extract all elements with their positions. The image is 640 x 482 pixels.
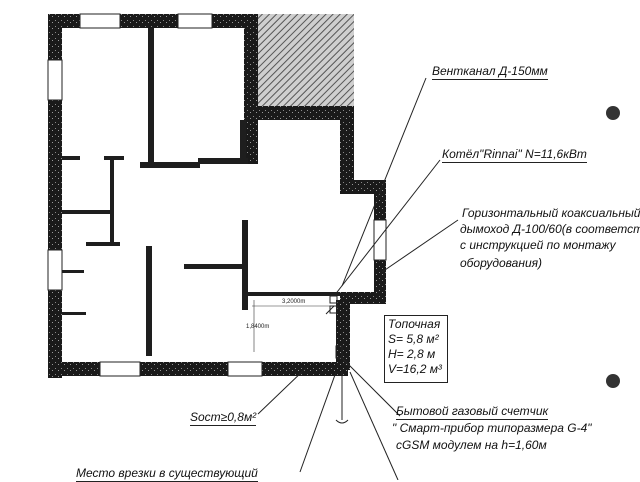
gas-pipe-marker (335, 372, 349, 424)
dimension-vertical: 1,8400m (246, 324, 270, 330)
window-openings (47, 13, 387, 377)
label-ventchannel: Вентканал Д-150мм (432, 64, 548, 80)
room-area: S= 5,8 м² (388, 332, 439, 346)
room-volume: V=16,2 м³ (388, 362, 442, 376)
equipment-marks (325, 295, 343, 359)
label-boiler: Котёл"Rinnai" N=11,6кВт (442, 147, 587, 163)
inner-walls (62, 28, 340, 356)
binder-hole-top (606, 106, 620, 120)
label-socket-area: Sост≥0,8м² (190, 410, 257, 426)
label-meter-line3: cGSM модулем на h=1,60м (396, 438, 547, 452)
dimension-horizontal: 3,2000m (282, 299, 306, 305)
label-chimney-line2: дымоход Д-100/60(в соответст (460, 222, 640, 236)
room-title: Топочная (388, 317, 441, 331)
label-meter-line2: " Смарт-прибор типоразмера G-4" (392, 421, 592, 435)
hatched-area (256, 14, 354, 120)
room-info-box: Топочная S= 5,8 м² H= 2,8 м V=16,2 м³ (384, 315, 448, 383)
room-height: H= 2,8 м (388, 347, 436, 361)
label-chimney-line4: оборудования) (460, 256, 543, 270)
label-chimney-line1: Горизонтальный коаксиальный (462, 206, 640, 220)
binder-hole-bottom (606, 374, 620, 388)
label-chimney-line3: с инструкцией по монтажу (460, 238, 616, 252)
dimension-lines (252, 300, 330, 352)
label-meter-line1: Бытовой газовый счетчик (396, 404, 549, 420)
leader-lines (257, 77, 459, 480)
